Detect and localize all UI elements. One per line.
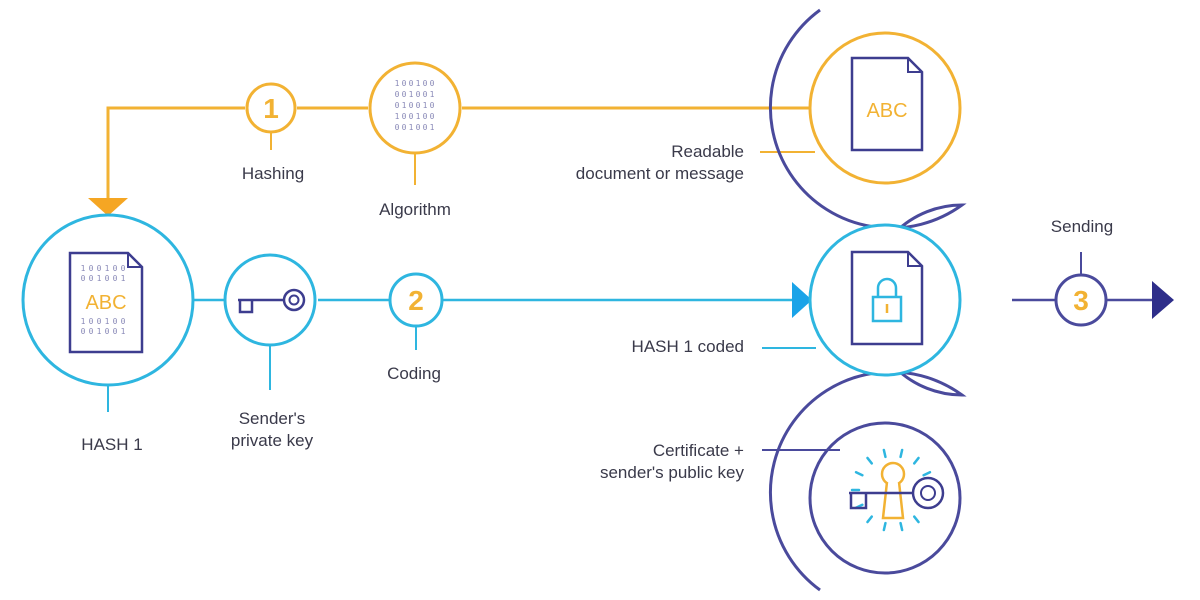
bit-glyph: 0 xyxy=(409,101,414,110)
bit-glyph: 0 xyxy=(402,90,407,99)
step-2-number: 2 xyxy=(408,285,424,316)
private-key-node xyxy=(223,253,317,390)
private-key-label: Sender's private key xyxy=(230,409,314,450)
bit-glyph: 1 xyxy=(105,317,110,326)
bit-glyph: 0 xyxy=(430,79,435,88)
bit-glyph: 0 xyxy=(113,327,118,336)
bit-glyph: 0 xyxy=(423,112,428,121)
bit-glyph: 0 xyxy=(416,90,421,99)
bit-glyph: 0 xyxy=(81,274,86,283)
bit-glyph: 1 xyxy=(395,79,400,88)
bit-glyph: 0 xyxy=(105,327,110,336)
bit-glyph: 0 xyxy=(402,123,407,132)
bit-glyph: 1 xyxy=(423,101,428,110)
bit-glyph: 0 xyxy=(416,101,421,110)
bit-glyph: 0 xyxy=(402,112,407,121)
bit-glyph: 0 xyxy=(97,264,102,273)
bit-glyph: 0 xyxy=(416,123,421,132)
bit-glyph: 1 xyxy=(121,274,126,283)
glow-ray xyxy=(899,448,904,459)
bit-glyph: 0 xyxy=(121,264,126,273)
bit-glyph: 0 xyxy=(89,327,94,336)
step-1-number: 1 xyxy=(263,93,279,124)
step-3-badge: 3 xyxy=(1054,252,1108,327)
glow-ray xyxy=(882,448,887,459)
locked-document-icon xyxy=(850,250,924,346)
certificate-label: Certificate + sender's public key xyxy=(599,441,744,482)
bit-glyph: 0 xyxy=(395,123,400,132)
bit-glyph: 1 xyxy=(416,112,421,121)
bit-glyph: 0 xyxy=(423,90,428,99)
bit-glyph: 0 xyxy=(81,327,86,336)
bit-glyph: 0 xyxy=(113,274,118,283)
readable-document-node: ABC xyxy=(760,31,962,185)
keyhole-key-icon xyxy=(849,448,945,532)
bit-glyph: 0 xyxy=(430,112,435,121)
bit-glyph: 1 xyxy=(97,274,102,283)
hash1-label: HASH 1 xyxy=(81,435,143,454)
bit-glyph: 1 xyxy=(105,264,110,273)
readable-document-text: ABC xyxy=(866,100,907,122)
bit-glyph: 1 xyxy=(81,317,86,326)
bit-glyph: 0 xyxy=(409,79,414,88)
bit-glyph: 1 xyxy=(395,112,400,121)
bit-glyph: 0 xyxy=(97,317,102,326)
bit-glyph: 1 xyxy=(121,327,126,336)
step-2-label: Coding xyxy=(387,364,441,383)
step-1-badge: 1 xyxy=(245,82,297,150)
bit-glyph: 0 xyxy=(395,90,400,99)
step-1-label: Hashing xyxy=(241,164,305,183)
glow-ray xyxy=(866,456,874,465)
bit-glyph: 0 xyxy=(423,123,428,132)
hashing-flow-line xyxy=(88,106,810,216)
glow-ray xyxy=(854,470,864,477)
bit-glyph: 1 xyxy=(97,327,102,336)
hash1-coded-node xyxy=(762,223,962,377)
bit-glyph: 0 xyxy=(89,274,94,283)
bit-glyph: 1 xyxy=(409,90,414,99)
bit-glyph: 0 xyxy=(402,79,407,88)
bit-glyph: 0 xyxy=(430,101,435,110)
document-icon: ABC xyxy=(850,56,924,152)
sending-flow-line xyxy=(1012,281,1174,319)
bit-glyph: 0 xyxy=(113,264,118,273)
send-arrow-icon xyxy=(1152,281,1174,319)
step-2-badge: 2 xyxy=(388,272,444,350)
glow-ray xyxy=(882,521,887,532)
bit-glyph: 1 xyxy=(81,264,86,273)
glow-ray xyxy=(899,521,904,532)
hash1-coded-label: HASH 1 coded xyxy=(631,337,744,356)
bit-glyph: 1 xyxy=(416,79,421,88)
bit-glyph: 0 xyxy=(113,317,118,326)
step-3-number: 3 xyxy=(1073,285,1089,316)
readable-document-label: Readable document or message xyxy=(575,142,744,183)
bit-glyph: 0 xyxy=(121,317,126,326)
bit-glyph: 0 xyxy=(105,274,110,283)
algorithm-label: Algorithm xyxy=(379,200,451,219)
bit-glyph: 1 xyxy=(430,90,435,99)
bit-glyph: 1 xyxy=(402,101,407,110)
bit-glyph: 0 xyxy=(89,264,94,273)
glow-ray xyxy=(912,456,920,465)
key-icon xyxy=(238,288,306,314)
bit-glyph: 1 xyxy=(430,123,435,132)
bit-glyph: 0 xyxy=(409,112,414,121)
bit-glyph: 0 xyxy=(89,317,94,326)
right-arrow-icon xyxy=(792,282,812,318)
bit-glyph: 1 xyxy=(409,123,414,132)
bit-glyph: 0 xyxy=(423,79,428,88)
hash1-document-text: ABC xyxy=(85,292,126,314)
bit-glyph: 0 xyxy=(395,101,400,110)
down-arrow-icon xyxy=(88,198,128,216)
glow-ray xyxy=(922,470,932,477)
glow-ray xyxy=(866,515,874,524)
glow-ray xyxy=(912,515,920,524)
certificate-node xyxy=(762,421,962,575)
step-3-label: Sending xyxy=(1050,217,1114,236)
